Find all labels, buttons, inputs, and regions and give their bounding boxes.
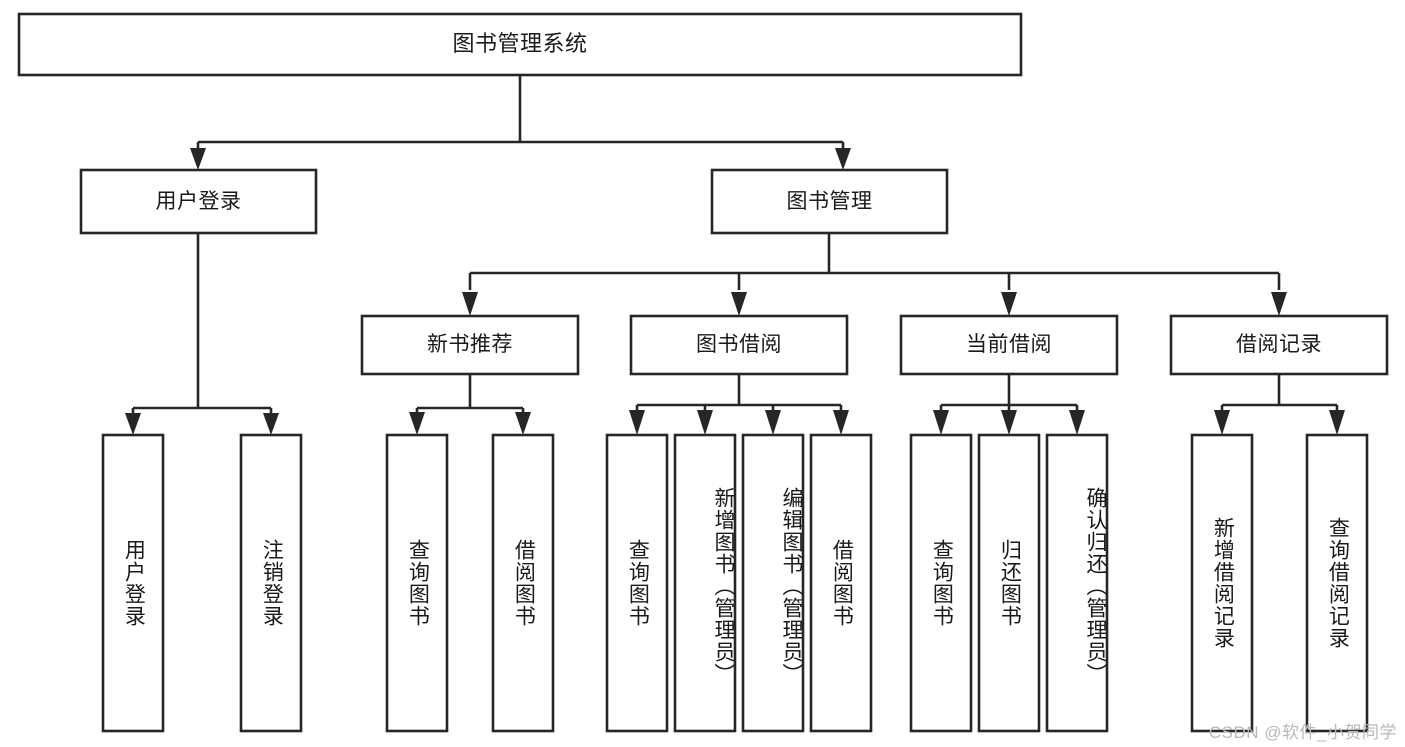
node-label-leaf-add-record: 新增借阅记录 [1211, 517, 1235, 649]
arrow-head-icon [833, 410, 849, 435]
arrow-head-icon [462, 292, 478, 316]
node-box-user-login[interactable] [79, 168, 318, 235]
arrow-head-icon [629, 410, 645, 435]
node-label-current-borrow: 当前借阅 [966, 333, 1052, 357]
arrow-head-icon [1214, 410, 1230, 435]
node-box-leaf-logout[interactable] [239, 433, 303, 733]
node-label-leaf-edit-book: 编辑图书（管理员） [780, 487, 803, 685]
arrow-head-icon [765, 410, 781, 435]
watermark-label: CSDN @软件_小贺同学 [1208, 723, 1397, 742]
arrow-head-icon [190, 148, 206, 170]
connector-book-management-to-level3 [462, 233, 1287, 316]
node-box-borrow-record[interactable] [1169, 314, 1389, 376]
arrow-head-icon [1001, 410, 1017, 435]
node-box-leaf-add-record[interactable] [1190, 433, 1254, 733]
arrow-head-icon [515, 412, 531, 435]
arrow-head-icon [933, 410, 949, 435]
node-label-leaf-logout: 注销登录 [260, 539, 284, 627]
connector-user-login-to-leaves [125, 233, 279, 435]
node-box-book-management[interactable] [710, 168, 949, 235]
node-label-leaf-query-book-2: 查询图书 [626, 539, 650, 627]
node-box-leaf-edit-book[interactable] [741, 433, 805, 733]
connector-borrow-record-to-leaves [1214, 374, 1345, 435]
node-box-leaf-query-record[interactable] [1305, 433, 1369, 733]
node-label-borrow-record: 借阅记录 [1236, 333, 1322, 357]
node-label-leaf-add-book: 新增图书（管理员） [712, 487, 735, 685]
node-label-new-book-recommend: 新书推荐 [427, 333, 513, 357]
node-box-current-borrow[interactable] [899, 314, 1119, 376]
node-box-leaf-add-book[interactable] [673, 433, 737, 733]
node-box-new-book-recommend[interactable] [360, 314, 580, 376]
connector-root-to-level2 [190, 75, 851, 170]
node-label-user-login: 用户登录 [155, 189, 242, 213]
node-label-book-management: 图书管理 [786, 189, 873, 213]
node-box-leaf-borrow-book-2[interactable] [809, 433, 873, 733]
node-label-root: 图书管理系统 [452, 31, 588, 57]
arrow-head-icon [1069, 410, 1085, 435]
node-label-leaf-query-book-1: 查询图书 [406, 539, 430, 627]
node-label-leaf-user-login: 用户登录 [122, 539, 146, 627]
node-box-leaf-confirm-return[interactable] [1045, 433, 1109, 733]
node-box-leaf-query-book-2[interactable] [605, 433, 669, 733]
arrow-head-icon [835, 148, 851, 170]
arrow-head-icon [263, 413, 279, 435]
node-label-leaf-query-record: 查询借阅记录 [1326, 517, 1350, 649]
node-box-leaf-query-book-1[interactable] [385, 433, 449, 733]
node-label-leaf-borrow-book-1: 借阅图书 [512, 539, 536, 627]
node-label-book-borrow: 图书借阅 [696, 333, 782, 357]
node-box-root[interactable] [17, 12, 1023, 77]
node-label-leaf-query-book-3: 查询图书 [930, 539, 954, 627]
arrow-head-icon [409, 412, 425, 435]
node-label-leaf-confirm-return: 确认归还（管理员） [1084, 487, 1107, 685]
node-box-leaf-query-book-3[interactable] [909, 433, 973, 733]
node-box-leaf-borrow-book-1[interactable] [491, 433, 555, 733]
arrow-head-icon [697, 410, 713, 435]
arrow-head-icon [1329, 410, 1345, 435]
arrow-head-icon [1001, 292, 1017, 316]
arrow-head-icon [1271, 292, 1287, 316]
node-box-leaf-user-login[interactable] [101, 433, 165, 733]
node-box-leaf-return-book[interactable] [977, 433, 1041, 733]
node-box-book-borrow[interactable] [629, 314, 849, 376]
node-label-leaf-return-book: 归还图书 [998, 539, 1022, 627]
node-label-leaf-borrow-book-2: 借阅图书 [830, 539, 854, 627]
arrow-head-icon [125, 413, 141, 435]
connector-new-book-recommend-to-leaves [409, 374, 531, 435]
arrow-head-icon [731, 292, 747, 316]
connector-current-borrow-to-leaves [933, 374, 1085, 435]
connector-book-borrow-to-leaves [629, 374, 849, 435]
